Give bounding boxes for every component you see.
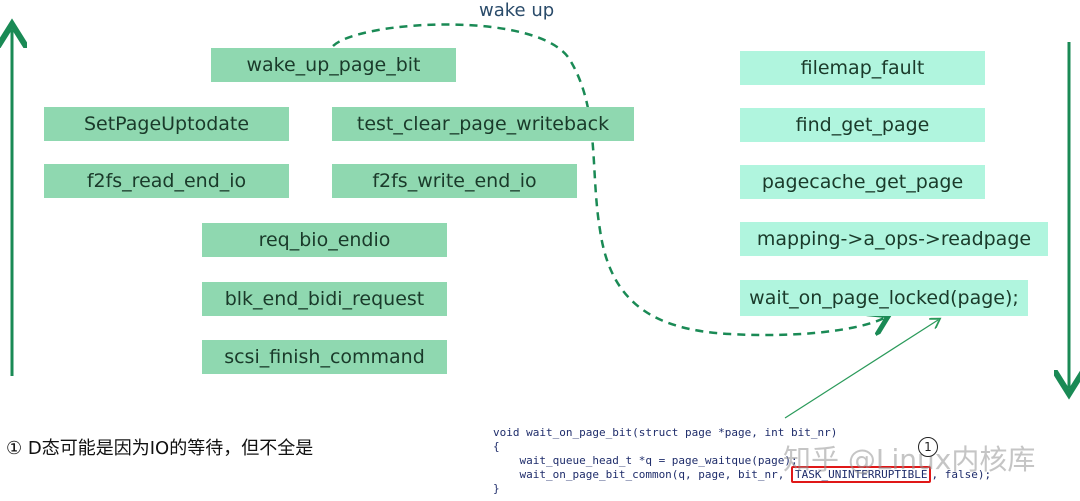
code-line-2: { bbox=[493, 440, 500, 453]
wake-up-label: wake up bbox=[479, 0, 555, 21]
box-f2fs-write-end-io: f2fs_write_end_io bbox=[332, 164, 577, 198]
code-line-5: } bbox=[493, 482, 500, 495]
pointer-line bbox=[784, 320, 938, 419]
box-test-clear-page-writeback: test_clear_page_writeback bbox=[332, 107, 634, 141]
box-mapping-readpage: mapping->a_ops->readpage bbox=[740, 222, 1048, 256]
note-text: ① D态可能是因为IO的等待，但不全是 bbox=[6, 438, 314, 459]
box-blk-end-bidi-request: blk_end_bidi_request bbox=[202, 282, 447, 316]
code-line-4-pre: wait_on_page_bit_common(q, page, bit_nr, bbox=[493, 468, 792, 481]
box-find-get-page: find_get_page bbox=[740, 108, 985, 142]
box-req-bio-endio: req_bio_endio bbox=[202, 223, 447, 257]
watermark: 知乎 @Linux内核库 bbox=[783, 443, 1036, 476]
box-wake-up-page-bit: wake_up_page_bit bbox=[211, 48, 456, 82]
code-line-3: wait_queue_head_t *q = page_waitqu bbox=[493, 454, 745, 467]
code-line-3-tail: e(page); bbox=[744, 454, 798, 467]
code-snippet: void wait_on_page_bit(struct page *page,… bbox=[493, 426, 991, 496]
box-pagecache-get-page: pagecache_get_page bbox=[740, 165, 985, 199]
box-set-page-uptodate: SetPageUptodate bbox=[44, 107, 289, 141]
task-uninterruptible-highlight: TASK_UNINTERRUPTIBLE bbox=[791, 466, 932, 483]
code-line-1: void wait_on_page_bit(struct page *page,… bbox=[493, 426, 838, 439]
box-wait-on-page-locked: wait_on_page_locked(page); bbox=[740, 280, 1028, 316]
box-scsi-finish-command: scsi_finish_command bbox=[202, 340, 447, 374]
marker-circle: 1 bbox=[918, 437, 938, 457]
box-f2fs-read-end-io: f2fs_read_end_io bbox=[44, 164, 289, 198]
box-filemap-fault: filemap_fault bbox=[740, 51, 985, 85]
code-line-4-post: , false); bbox=[931, 468, 992, 481]
